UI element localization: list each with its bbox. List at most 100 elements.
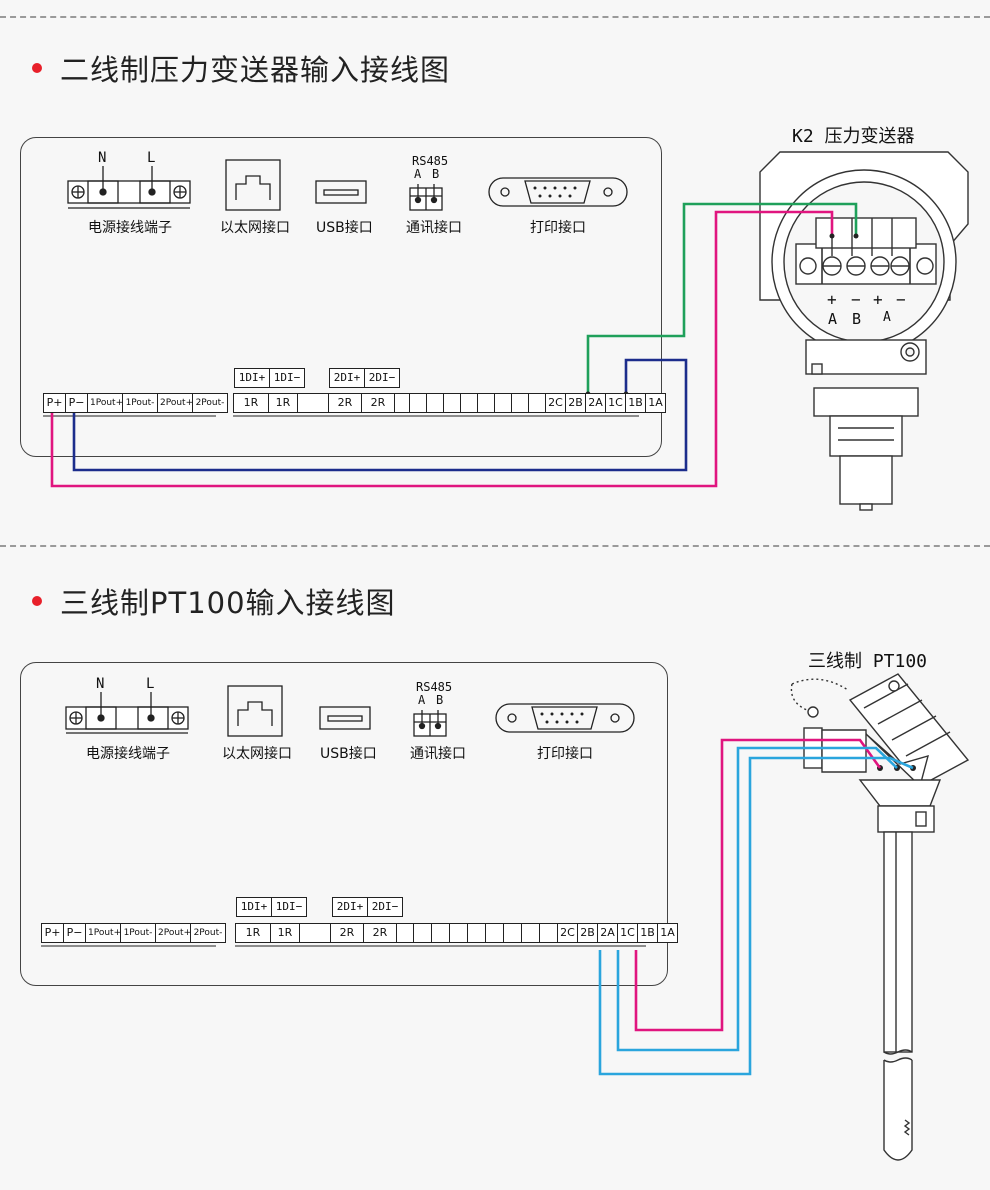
pt100-probe	[790, 673, 970, 1161]
terminal-cell: 1Pout-	[123, 394, 158, 412]
rs485-port-2	[413, 710, 447, 737]
wire-magenta-2	[634, 738, 882, 1032]
di-top-strip-2b: 2DI+ 2DI−	[332, 897, 403, 917]
pressure-transmitter	[759, 151, 969, 511]
terminal-cell: 2R	[331, 924, 364, 942]
rs485-title: RS485	[412, 154, 449, 168]
wire-cyan-2a	[616, 746, 898, 1052]
rs485-b-2: B	[436, 693, 444, 707]
terminal-cell: 1DI−	[275, 900, 303, 913]
terminal-cell	[395, 394, 410, 412]
terminal-cell	[461, 394, 478, 412]
terminal-cell: P+	[42, 924, 64, 942]
rs485-port-1	[409, 184, 443, 211]
print-label: 打印接口	[530, 220, 586, 236]
terminal-cell: 1A	[660, 926, 675, 939]
main-terminal-strip-2: 1R 1R 2R 2R 2C 2B 2A 1C 1B 1A	[235, 923, 678, 943]
terminal-cell: P−	[66, 394, 88, 412]
terminal-cell	[414, 924, 432, 942]
wire-cyan-2b	[598, 756, 914, 1076]
terminal-cell	[410, 394, 427, 412]
terminal-cell: 1C	[606, 394, 626, 412]
transmitter-sub-a2: A	[883, 310, 891, 325]
middle-separator	[0, 545, 990, 547]
rs485-b: B	[432, 167, 440, 181]
print-port-1	[488, 177, 628, 207]
terminal-cell: 1DI+	[235, 369, 270, 387]
usb-label: USB接口	[316, 220, 373, 236]
comm-label: 通讯接口	[406, 220, 462, 236]
terminal-cell: 2A	[598, 924, 618, 942]
rs485-title-2: RS485	[416, 680, 453, 694]
power-l-label-2: L	[146, 676, 155, 692]
terminal-cell	[432, 924, 450, 942]
power-n-label-2: N	[96, 676, 105, 692]
terminal-cell: 1DI+	[237, 898, 272, 916]
usb-port-1	[315, 180, 367, 204]
ethernet-label: 以太网接口	[220, 220, 290, 236]
power-terminal-label: 电源接线端子	[88, 220, 172, 236]
terminal-cell	[450, 924, 468, 942]
bullet-icon	[32, 63, 42, 73]
terminal-cell: 2DI+	[330, 369, 365, 387]
terminal-cell: 2Pout+	[156, 924, 191, 942]
terminal-cell	[522, 924, 540, 942]
terminal-cell: P+	[44, 394, 66, 412]
terminal-cell: 2R	[364, 924, 397, 942]
terminal-cell: 2Pout-	[195, 398, 225, 408]
rs485-a: A	[414, 167, 422, 181]
terminal-cell	[504, 924, 522, 942]
terminal-cell	[300, 924, 331, 942]
terminal-cell: 1A	[648, 396, 663, 409]
top-separator	[0, 16, 990, 18]
terminal-cell: 2R	[329, 394, 362, 412]
di-top-strip-1b: 2DI+ 2DI−	[329, 368, 400, 388]
terminal-cell	[468, 924, 486, 942]
left-terminal-strip-2: P+ P− 1Pout+ 1Pout- 2Pout+ 2Pout-	[41, 923, 226, 943]
terminal-cell: 2DI−	[368, 371, 396, 384]
terminal-cell: 1Pout+	[88, 394, 123, 412]
comm-label-2: 通讯接口	[410, 746, 466, 762]
usb-label-2: USB接口	[320, 746, 377, 762]
terminal-cell: 2DI−	[371, 900, 399, 913]
terminal-cell: 2A	[586, 394, 606, 412]
transmitter-term-plus-2: +	[873, 290, 883, 309]
terminal-cell	[478, 394, 495, 412]
terminal-cell	[298, 394, 329, 412]
main-terminal-strip-1: 1R 1R 2R 2R 2C 2B 2A 1C 1B 1A	[233, 393, 666, 413]
section-title-pt100: 三线制PT100输入接线图	[32, 580, 396, 622]
transmitter-sub-a: A	[828, 310, 838, 328]
power-terminal-label-2: 电源接线端子	[86, 746, 170, 762]
terminal-cell	[540, 924, 558, 942]
rs485-a-2: A	[418, 693, 426, 707]
terminal-cell: 2Pout-	[193, 928, 223, 938]
terminal-cell: 1B	[638, 924, 658, 942]
wire-navy-1	[72, 358, 688, 472]
terminal-cell	[444, 394, 461, 412]
power-n-label: N	[98, 150, 107, 166]
bullet-icon	[32, 596, 42, 606]
terminal-cell	[512, 394, 529, 412]
terminal-cell: 1C	[618, 924, 638, 942]
power-terminal-1	[67, 166, 191, 209]
terminal-cell: 1R	[236, 924, 271, 942]
terminal-cell: 2C	[546, 394, 566, 412]
transmitter-term-minus-1: −	[851, 290, 861, 309]
transmitter-term-plus-1: +	[827, 290, 837, 309]
terminal-cell: 1R	[269, 394, 298, 412]
di-top-strip-1a: 1DI+ 1DI−	[234, 368, 305, 388]
terminal-cell: 2DI+	[333, 898, 368, 916]
power-l-label: L	[147, 150, 156, 166]
terminal-cell	[397, 924, 414, 942]
terminal-cell	[486, 924, 504, 942]
terminal-cell	[495, 394, 512, 412]
terminal-cell: 1Pout+	[86, 924, 121, 942]
ethernet-port-2	[227, 685, 283, 737]
terminal-cell	[427, 394, 444, 412]
print-port-2	[495, 703, 635, 733]
transmitter-term-minus-2: −	[896, 290, 906, 309]
terminal-cell: 1R	[234, 394, 269, 412]
di-top-strip-2a: 1DI+ 1DI−	[236, 897, 307, 917]
wire-magenta-1	[50, 210, 834, 488]
